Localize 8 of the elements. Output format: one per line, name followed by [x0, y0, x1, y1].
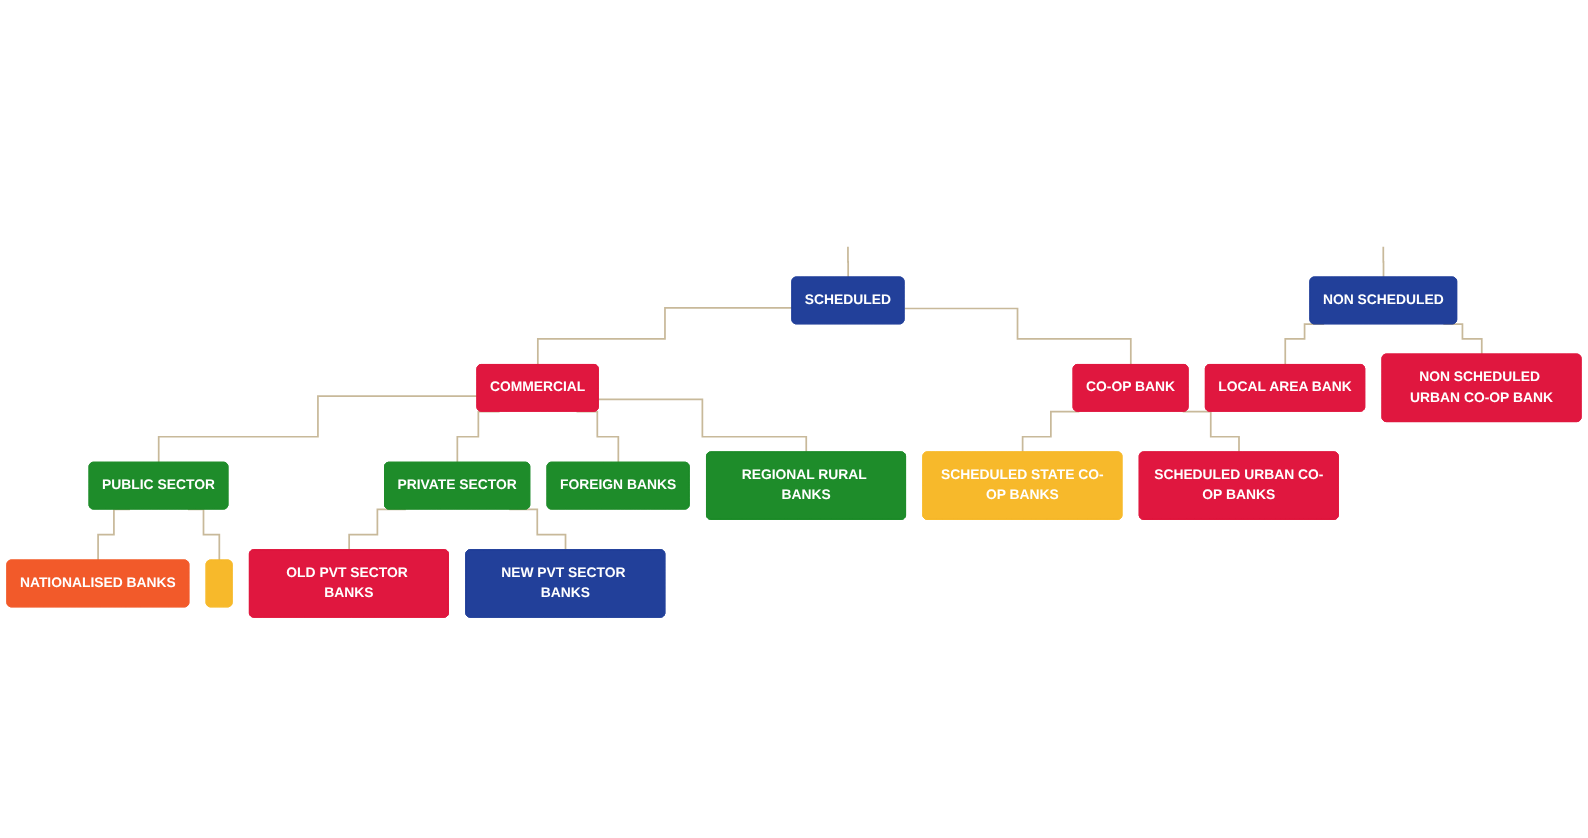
- connector: [597, 398, 808, 454]
- connector: [1021, 410, 1081, 454]
- connector: [536, 306, 794, 366]
- connector: [1181, 410, 1241, 454]
- connector: [1382, 245, 1385, 279]
- connector: [157, 395, 479, 464]
- connector: [903, 307, 1132, 366]
- connector: [847, 245, 850, 279]
